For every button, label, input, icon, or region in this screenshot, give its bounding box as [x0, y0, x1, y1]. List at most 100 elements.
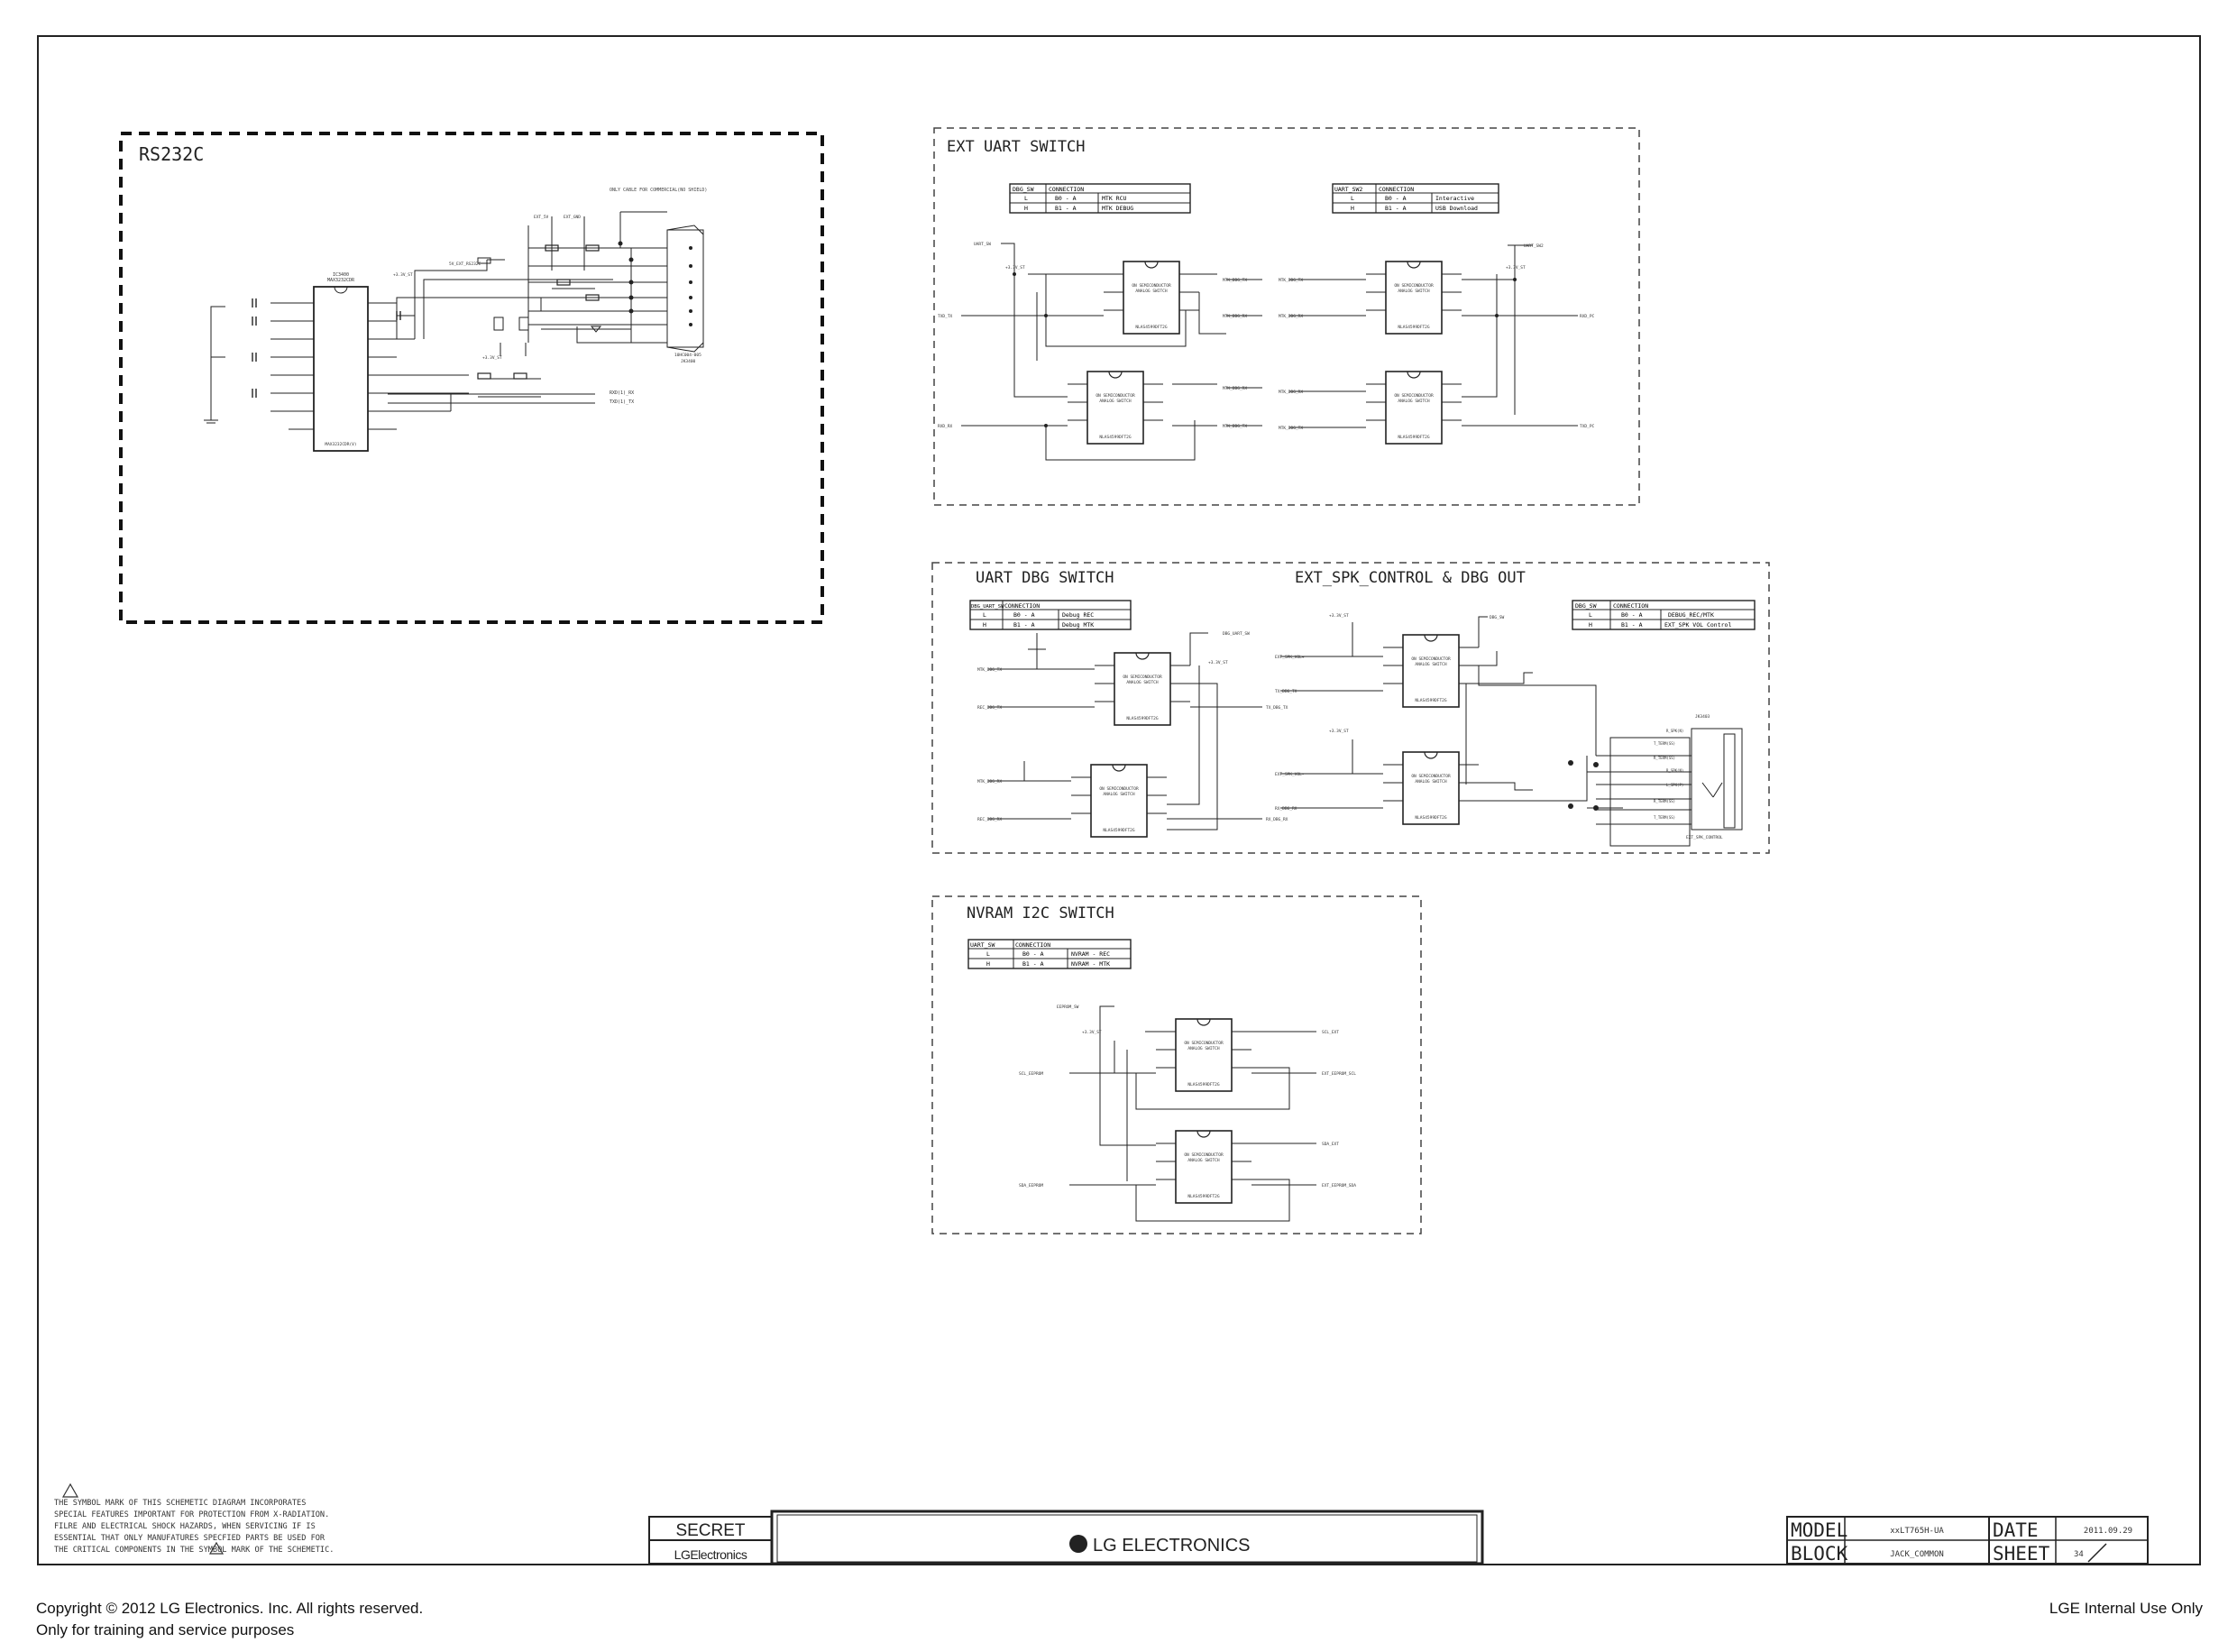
table-header: DBG_UART_SW	[971, 604, 1004, 610]
connector-part: EXT_SPK_CONTROL	[1686, 835, 1723, 840]
ext-uart-table-right: UART_SW2 CONNECTION L B0 - A Interactive…	[1332, 183, 1499, 214]
warning-triangle-icon	[61, 1482, 79, 1498]
table-header: UART_SW2	[1334, 186, 1362, 193]
date-label: DATE	[1993, 1519, 2039, 1541]
svg-text:EXT_5V: EXT_5V	[534, 215, 549, 220]
svg-text:EXT_SPK_VOL+: EXT_SPK_VOL+	[1275, 655, 1305, 660]
svg-text:REC_DBG_RX: REC_DBG_RX	[977, 817, 1002, 822]
model-label: MODEL	[1791, 1519, 1847, 1541]
table-header: DBG_SW	[1575, 602, 1597, 610]
secret-label: SECRET	[675, 1521, 745, 1540]
table-cell: Debug REC	[1062, 611, 1094, 619]
table-cell: L	[986, 950, 990, 958]
svg-text:REC_DBG_TX: REC_DBG_TX	[977, 705, 1002, 711]
table-cell: H	[1024, 205, 1028, 212]
svg-text:TX_DBG_TX: TX_DBG_TX	[1266, 705, 1288, 711]
table-cell: MTK DEBUG	[1102, 205, 1133, 212]
table-header: CONNECTION	[1015, 941, 1050, 949]
analog-switch	[1070, 764, 1168, 838]
analog-switch	[1155, 1130, 1252, 1204]
table-cell: B1 - A	[1055, 205, 1077, 212]
rs232c-section: RS232C ONLY CABLE FOR COMMERCIAL(NO SHIE…	[119, 132, 824, 624]
svg-text:+3.3V_ST: +3.3V_ST	[1506, 265, 1526, 271]
table-cell: H	[983, 621, 986, 629]
svg-text:MTK_DBG_RX: MTK_DBG_RX	[977, 779, 1002, 785]
svg-text:MTK_DBG_RX: MTK_DBG_RX	[1223, 386, 1247, 391]
connector-pin: R_SPK(N)	[1666, 768, 1683, 773]
svg-text:TX_DBG_TX: TX_DBG_TX	[1275, 689, 1297, 694]
internal-use-text: LGE Internal Use Only	[2049, 1600, 2203, 1617]
analog-switch	[1382, 751, 1480, 825]
ic-max3232	[313, 286, 369, 452]
connector-ref: JK3400	[681, 359, 696, 364]
svg-text:MTK_DBG_TX: MTK_DBG_TX	[1223, 424, 1247, 429]
secret-box: SECRET LGElectronics	[648, 1516, 773, 1565]
table-cell: B0 - A	[1055, 195, 1077, 202]
brand-small-label: LGElectronics	[674, 1547, 747, 1562]
svg-text:EEPROM_SW: EEPROM_SW	[1057, 1005, 1079, 1010]
svg-text:+3.3V_ST: +3.3V_ST	[1005, 265, 1025, 271]
rs232c-title: RS232C	[139, 143, 204, 165]
svg-text:MTK_DBG_RX: MTK_DBG_RX	[1279, 314, 1303, 319]
warning-note: THE SYMBOL MARK OF THIS SCHEMETIC DIAGRA…	[54, 1482, 334, 1555]
svg-text:EXT_EEPROM_SCL: EXT_EEPROM_SCL	[1322, 1071, 1356, 1077]
connector-ref: JK3403	[1695, 714, 1710, 720]
warning-triangle-icon	[208, 1541, 225, 1555]
svg-text:+3.3V_ST: +3.3V_ST	[1329, 613, 1349, 619]
svg-text:5V_EXT_RS232C: 5V_EXT_RS232C	[449, 262, 481, 267]
svg-text:MTK_DBG_RX: MTK_DBG_RX	[1223, 314, 1247, 319]
lg-logo-icon	[1069, 1535, 1087, 1553]
svg-text:EXT_GND: EXT_GND	[564, 215, 581, 220]
svg-text:MTK_DBG_TX: MTK_DBG_TX	[1279, 278, 1303, 283]
svg-text:UART_SW2: UART_SW2	[1524, 243, 1544, 249]
svg-text:MTK_DBG_TX: MTK_DBG_TX	[977, 667, 1002, 673]
warning-line: SPECIAL FEATURES IMPORTANT FOR PROTECTIO…	[54, 1510, 329, 1519]
svg-text:TXD(1)_TX: TXD(1)_TX	[610, 399, 634, 405]
table-cell: B0 - A	[1022, 950, 1044, 958]
ext-uart-table-left: DBG_SW CONNECTION L B0 - A MTK RCU H B1 …	[1009, 183, 1191, 214]
table-header: CONNECTION	[1004, 602, 1040, 610]
svg-text:DBG_UART_SW: DBG_UART_SW	[1223, 631, 1250, 637]
table-cell: H	[986, 960, 990, 968]
title-info-block: MODEL xxLT765H-UA BLOCK JACK_COMMON DATE…	[1786, 1516, 2149, 1565]
table-cell: EXT_SPK VOL Control	[1664, 621, 1731, 629]
table-cell: Interactive	[1435, 195, 1474, 202]
uart-dbg-section: UART DBG SWITCH DBG_UART_SW CONNECTION L…	[931, 562, 1770, 854]
date-value: 2011.09.29	[2084, 1527, 2132, 1536]
svg-text:RX_DBG_RX: RX_DBG_RX	[1275, 806, 1297, 812]
table-cell: B1 - A	[1022, 960, 1044, 968]
table-cell: B1 - A	[1621, 621, 1643, 629]
table-header: UART_SW	[970, 941, 995, 949]
table-cell: L	[1024, 195, 1028, 202]
table-cell: L	[1589, 611, 1592, 619]
connector-part: 10HC004-005	[674, 353, 701, 358]
analog-switch	[1067, 371, 1164, 445]
table-cell: USB Download	[1435, 205, 1478, 212]
block-value: JACK_COMMON	[1890, 1550, 1944, 1559]
table-header: CONNECTION	[1049, 186, 1084, 193]
model-value: xxLT765H-UA	[1890, 1527, 1944, 1536]
table-cell: DEBUG_REC/MTK	[1668, 611, 1714, 619]
svg-text:EXT_EEPROM_SDA: EXT_EEPROM_SDA	[1322, 1183, 1356, 1189]
svg-text:+3.3V_ST: +3.3V_ST	[482, 355, 502, 361]
ext-spk-title: EXT_SPK_CONTROL & DBG OUT	[1295, 569, 1526, 587]
analog-switch	[1365, 261, 1462, 335]
svg-text:RXD_PC: RXD_PC	[1580, 314, 1595, 319]
svg-text:+3.3V_ST: +3.3V_ST	[393, 272, 413, 278]
svg-text:SDA_EXT: SDA_EXT	[1322, 1142, 1339, 1147]
table-cell: L	[983, 611, 986, 619]
training-text: Only for training and service purposes	[36, 1621, 295, 1638]
svg-text:MTK_DBG_TX: MTK_DBG_TX	[1279, 426, 1303, 431]
connector-pin: T_TERM(SS)	[1654, 741, 1675, 746]
svg-text:UART_SW: UART_SW	[974, 242, 991, 247]
nvram-section: NVRAM I2C SWITCH UART_SW CONNECTION L B0…	[931, 895, 1422, 1234]
table-cell: Debug MTK	[1062, 621, 1094, 629]
copyright-text: Copyright © 2012 LG Electronics. Inc. Al…	[36, 1600, 424, 1617]
analog-switch	[1103, 261, 1200, 335]
table-cell: B1 - A	[1385, 205, 1407, 212]
analog-switch	[1155, 1018, 1252, 1092]
svg-text:DBG_SW: DBG_SW	[1490, 615, 1505, 620]
svg-text:TXD_TX: TXD_TX	[938, 314, 953, 319]
table-cell: H	[1589, 621, 1592, 629]
